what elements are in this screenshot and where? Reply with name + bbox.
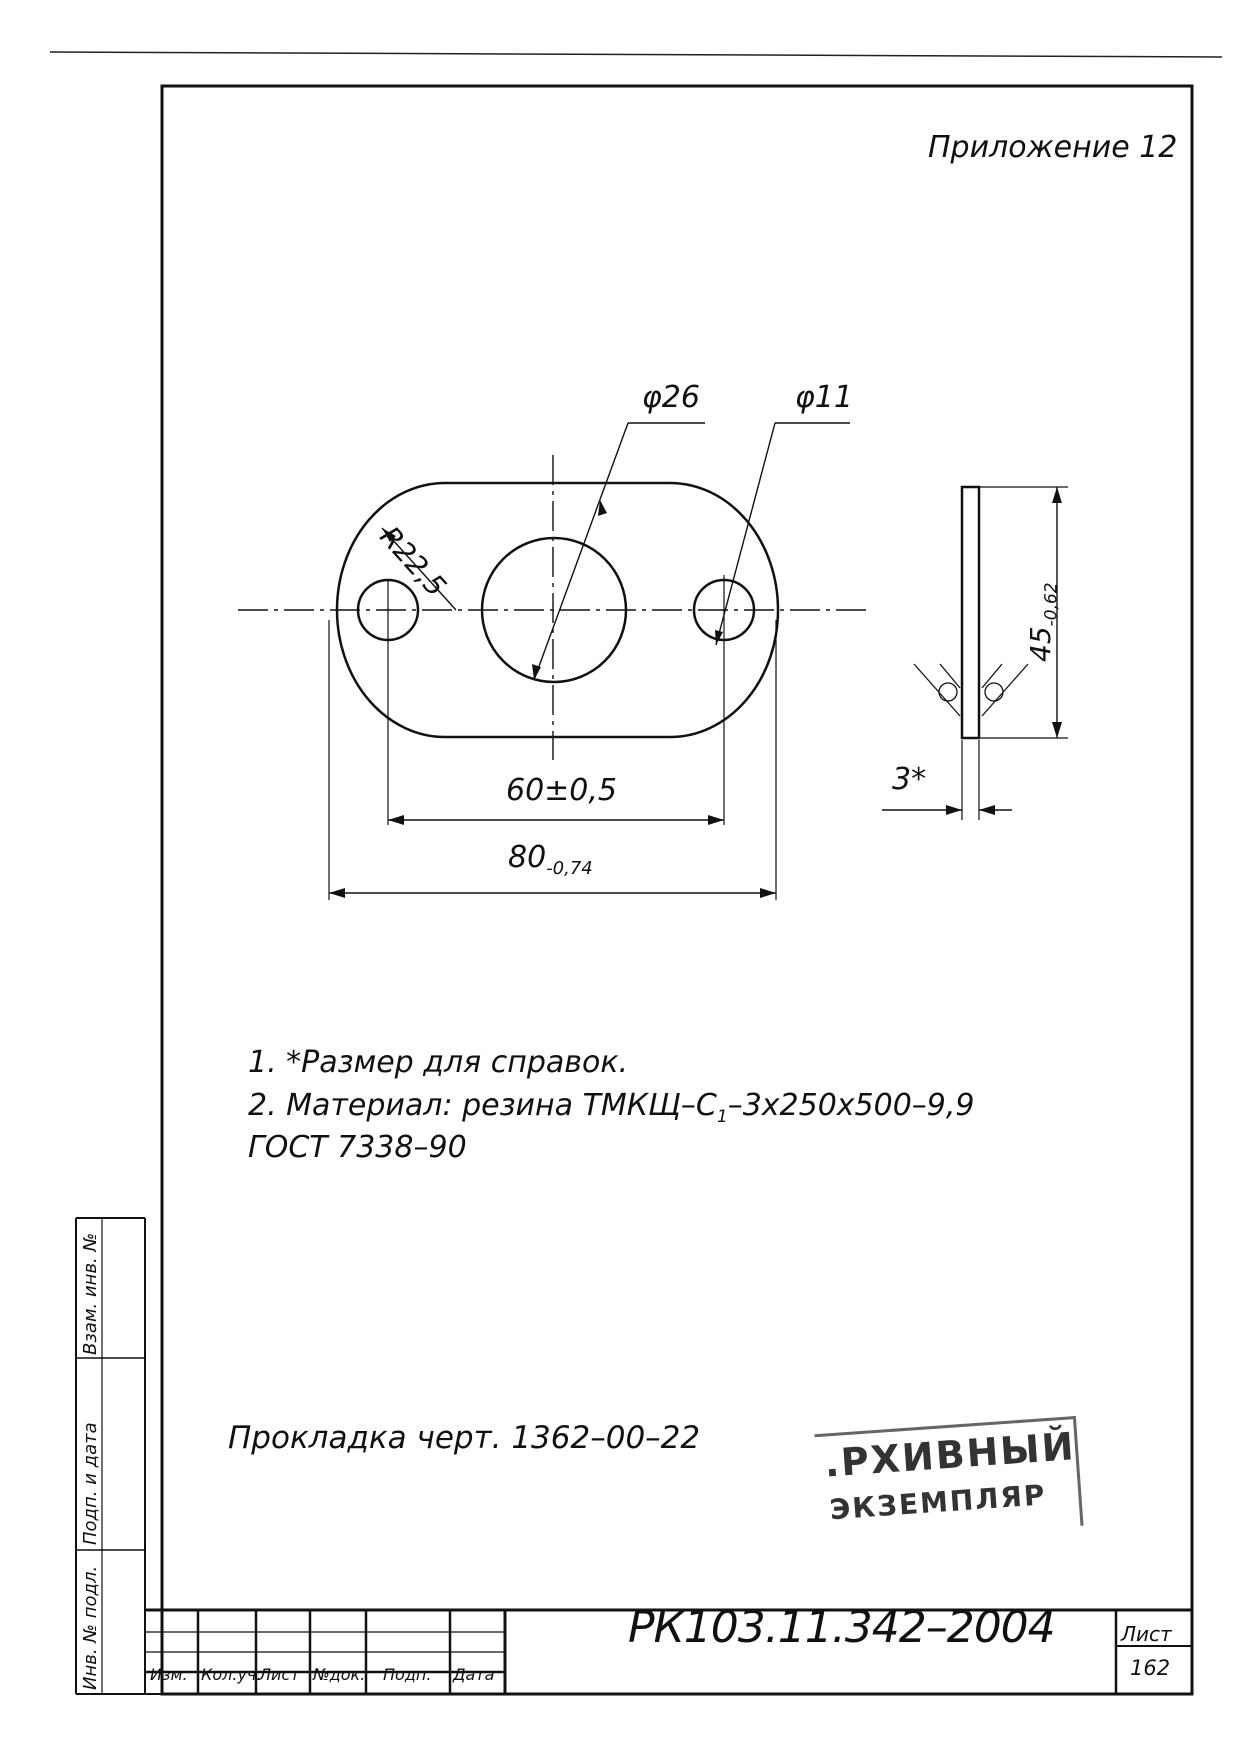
diameter-26-label: φ26 xyxy=(642,380,700,415)
side-label-podp: Подп. и дата xyxy=(80,1422,101,1545)
center-distance-label: 60±0,5 xyxy=(506,773,618,808)
archive-stamp: .РХИВНЫЙ ЭКЗЕМПЛЯР xyxy=(814,1415,1084,1545)
note-3: ГОСТ 7338–90 xyxy=(248,1130,467,1165)
col-koluch: Кол.уч. xyxy=(201,1665,262,1684)
length-label: 80-0,74 xyxy=(508,840,593,879)
col-podp: Подп. xyxy=(383,1665,432,1684)
sheet-number: 162 xyxy=(1130,1656,1171,1680)
note-1: 1. *Размер для справок. xyxy=(248,1045,628,1080)
length-value: 80 xyxy=(508,840,547,875)
height-label: 45-0,62 xyxy=(1024,582,1062,662)
height-value: 45 xyxy=(1024,626,1057,662)
side-label-vzam: Взам. инв. № xyxy=(80,1232,101,1355)
document-code: РК103.11.342–2004 xyxy=(628,1602,1056,1653)
note-2-text: 2. Материал: резина ТМКЩ–С xyxy=(248,1088,717,1123)
drawing-frame xyxy=(160,84,1194,1696)
side-view xyxy=(960,485,981,740)
sheet-label: Лист xyxy=(1121,1622,1172,1646)
length-tolerance: -0,74 xyxy=(546,858,593,879)
height-tolerance: -0,62 xyxy=(1041,582,1062,627)
trim-line xyxy=(49,51,1223,58)
note-2-subscript: 1 xyxy=(716,1107,728,1127)
thickness-label: 3* xyxy=(892,762,927,797)
col-list: Лист xyxy=(259,1665,300,1684)
diameter-11-label: φ11 xyxy=(795,380,853,415)
center-hole xyxy=(480,536,628,684)
gasket-outline xyxy=(335,481,780,739)
note-2: 2. Материал: резина ТМКЩ–С1–3х250х500–9,… xyxy=(248,1088,975,1127)
col-izm: Изм. xyxy=(150,1665,188,1684)
col-data: Дата xyxy=(453,1665,495,1684)
part-caption: Прокладка черт. 1362–00–22 xyxy=(228,1420,701,1456)
note-2-tail: –3х250х500–9,9 xyxy=(727,1088,975,1123)
appendix-label: Приложение 12 xyxy=(928,130,1178,165)
col-ndok: №док. xyxy=(313,1665,366,1684)
side-label-inv: Инв. № подл. xyxy=(80,1565,101,1690)
